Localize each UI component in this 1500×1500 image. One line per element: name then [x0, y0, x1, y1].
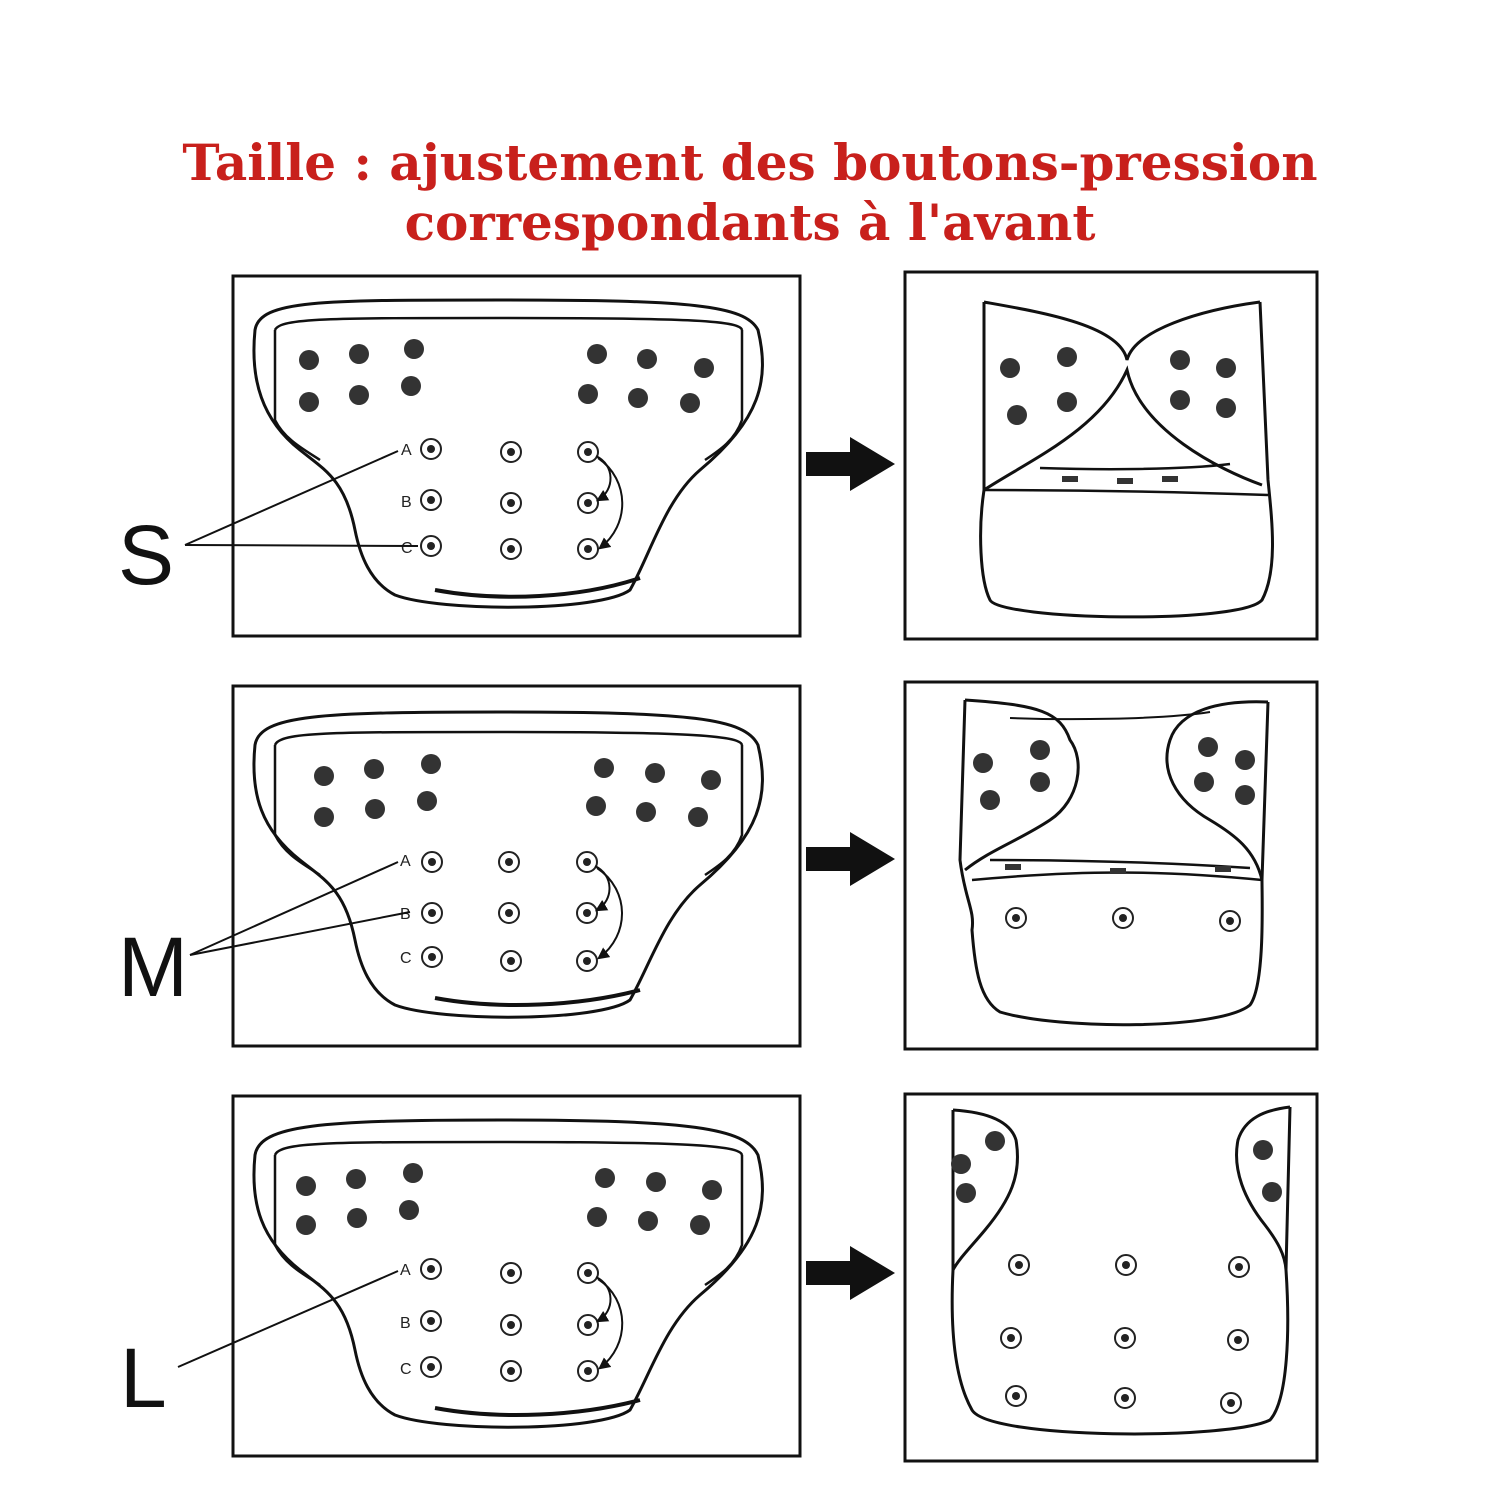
folded-snap-tabs: [1005, 864, 1231, 874]
size-label-l: L: [120, 1331, 167, 1425]
unfolded-diaper: [252, 298, 764, 609]
fold-arrows: [594, 865, 623, 960]
fold-arrows: [595, 455, 624, 550]
snap-label-c: C: [401, 540, 413, 557]
folded-diaper: [958, 698, 1270, 1027]
title-line-2: correspondants à l'avant: [404, 193, 1096, 252]
row-size-l: A B C L: [120, 1092, 1319, 1463]
size-pointer-lines: [177, 1270, 399, 1368]
folded-diaper: [979, 300, 1274, 619]
snap-label-a: A: [400, 853, 411, 870]
folded-wing-dots: [973, 737, 1255, 810]
folded-diaper-frame: [903, 270, 1319, 641]
snap-label-c: C: [400, 950, 412, 967]
wing-snap-dots: [299, 339, 714, 413]
folded-diaper-frame: [903, 680, 1319, 1051]
rise-snap-rings: [420, 1258, 599, 1382]
rise-snap-rings: [421, 851, 598, 972]
size-pointer-lines: [189, 861, 411, 956]
size-label-s: S: [118, 508, 174, 602]
folded-snap-rings: [1005, 907, 1241, 932]
wing-snap-dots: [314, 754, 721, 827]
folded-wing-dots: [951, 1131, 1282, 1203]
fold-arrows: [595, 1276, 624, 1370]
size-pointer-lines: [184, 450, 419, 547]
title-line-1: Taille : ajustement des boutons-pression: [182, 133, 1318, 192]
unfolded-diaper-frame: [231, 1094, 802, 1458]
snap-label-b: B: [400, 1315, 411, 1332]
snap-label-b: B: [401, 494, 412, 511]
snap-label-c: C: [400, 1361, 412, 1378]
rise-snap-rings: [420, 438, 599, 560]
snap-label-b: B: [400, 906, 411, 923]
page-title: Taille : ajustement des boutons-pression…: [0, 138, 1500, 248]
unfolded-diaper-frame: [231, 274, 802, 638]
row-size-m: A B C M: [118, 680, 1319, 1051]
snap-label-a: A: [401, 442, 412, 459]
folded-diaper-frame: [903, 1092, 1319, 1463]
right-arrow-icon: [806, 1246, 895, 1300]
folded-diaper: [950, 1105, 1292, 1436]
unfolded-diaper-frame: [231, 684, 802, 1048]
row-size-s: A B C S: [118, 270, 1319, 641]
folded-wing-dots: [1000, 347, 1236, 425]
right-arrow-icon: [806, 832, 895, 886]
unfolded-diaper: [252, 1118, 764, 1429]
wing-snap-dots: [296, 1163, 722, 1235]
size-label-m: M: [118, 920, 188, 1014]
folded-snap-tabs: [1062, 476, 1178, 484]
folded-snap-rings: [1000, 1254, 1250, 1414]
right-arrow-icon: [806, 437, 895, 491]
snap-label-a: A: [400, 1262, 411, 1279]
